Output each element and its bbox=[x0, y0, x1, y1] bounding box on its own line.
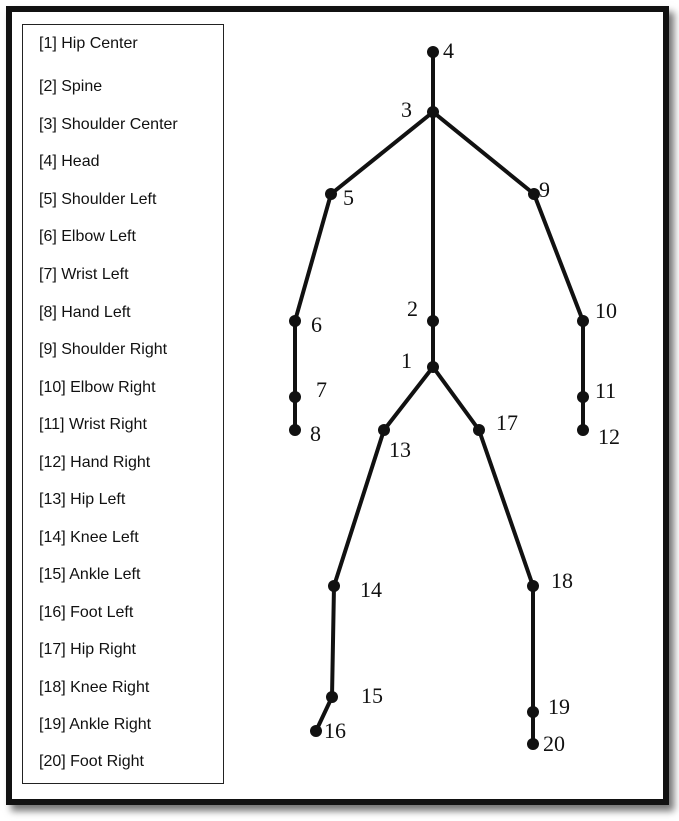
legend-item-knee-left: [14] Knee Left bbox=[39, 529, 139, 546]
joint-label-12: 12 bbox=[598, 424, 620, 449]
joint-label-16: 16 bbox=[324, 718, 346, 743]
joint-11 bbox=[577, 391, 589, 403]
legend-item-elbow-right: [10] Elbow Right bbox=[39, 379, 156, 396]
joint-18 bbox=[527, 580, 539, 592]
joint-label-17: 17 bbox=[496, 410, 518, 435]
joint-9 bbox=[528, 188, 540, 200]
bone-1-17 bbox=[431, 365, 481, 432]
joint-7 bbox=[289, 391, 301, 403]
legend-item-hip-left: [13] Hip Left bbox=[39, 491, 126, 508]
joint-17 bbox=[473, 424, 485, 436]
joint-12 bbox=[577, 424, 589, 436]
joint-4 bbox=[427, 46, 439, 58]
joint-label-11: 11 bbox=[595, 378, 616, 403]
legend-item-foot-right: [20] Foot Right bbox=[39, 753, 144, 770]
legend-item-elbow-left: [6] Elbow Left bbox=[39, 228, 136, 245]
joint-14 bbox=[328, 580, 340, 592]
joint-label-15: 15 bbox=[361, 683, 383, 708]
joint-10 bbox=[577, 315, 589, 327]
legend-item-wrist-left: [7] Wrist Left bbox=[39, 266, 129, 283]
bone-17-18 bbox=[477, 428, 535, 588]
bone-1-13 bbox=[382, 365, 435, 432]
skeleton-bones bbox=[293, 50, 585, 746]
joint-15 bbox=[326, 691, 338, 703]
joint-label-2: 2 bbox=[407, 296, 418, 321]
legend-item-wrist-right: [11] Wrist Right bbox=[39, 416, 147, 433]
bone-5-6 bbox=[293, 192, 333, 323]
joint-2 bbox=[427, 315, 439, 327]
joint-label-13: 13 bbox=[389, 437, 411, 462]
legend-item-spine: [2] Spine bbox=[39, 78, 103, 95]
legend-item-shoulder-center: [3] Shoulder Center bbox=[39, 116, 178, 133]
joint-label-5: 5 bbox=[343, 185, 354, 210]
bone-9-10 bbox=[532, 192, 585, 323]
skeleton-joints bbox=[289, 46, 589, 750]
joint-label-18: 18 bbox=[551, 568, 573, 593]
joint-8 bbox=[289, 424, 301, 436]
legend-item-ankle-right: [19] Ankle Right bbox=[39, 716, 152, 733]
bone-3-5 bbox=[329, 110, 435, 196]
figure-frame bbox=[6, 6, 669, 805]
joint-label-6: 6 bbox=[311, 312, 322, 337]
bone-14-15 bbox=[330, 584, 336, 699]
joint-3 bbox=[427, 106, 439, 118]
bone-3-9 bbox=[431, 110, 536, 196]
legend-item-head: [4] Head bbox=[39, 153, 100, 170]
joint-label-1: 1 bbox=[401, 348, 412, 373]
legend-item-hip-right: [17] Hip Right bbox=[39, 641, 136, 658]
joint-label-19: 19 bbox=[548, 694, 570, 719]
legend-item-hand-left: [8] Hand Left bbox=[39, 304, 131, 321]
joint-13 bbox=[378, 424, 390, 436]
bone-13-14 bbox=[332, 428, 386, 588]
joint-1 bbox=[427, 361, 439, 373]
joint-6 bbox=[289, 315, 301, 327]
legend-item-ankle-left: [15] Ankle Left bbox=[39, 566, 141, 583]
legend-item-shoulder-left: [5] Shoulder Left bbox=[39, 191, 157, 208]
joint-label-4: 4 bbox=[443, 38, 454, 63]
joint-label-14: 14 bbox=[360, 577, 382, 602]
joint-label-20: 20 bbox=[543, 731, 565, 756]
joint-label-3: 3 bbox=[401, 97, 412, 122]
bone-15-16 bbox=[314, 695, 334, 733]
joint-20 bbox=[527, 738, 539, 750]
legend-item-shoulder-right: [9] Shoulder Right bbox=[39, 341, 168, 358]
legend-item-knee-right: [18] Knee Right bbox=[39, 679, 150, 696]
joint-legend: [1] Hip Center [2] Spine [3] Shoulder Ce… bbox=[22, 24, 224, 784]
joint-16 bbox=[310, 725, 322, 737]
joint-label-7: 7 bbox=[316, 377, 327, 402]
legend-item-hip-center: [1] Hip Center bbox=[39, 35, 138, 52]
legend-item-foot-left: [16] Foot Left bbox=[39, 604, 134, 621]
joint-5 bbox=[325, 188, 337, 200]
joint-19 bbox=[527, 706, 539, 718]
legend-item-hand-right: [12] Hand Right bbox=[39, 454, 151, 471]
joint-label-10: 10 bbox=[595, 298, 617, 323]
joint-label-8: 8 bbox=[310, 421, 321, 446]
joint-label-9: 9 bbox=[539, 177, 550, 202]
